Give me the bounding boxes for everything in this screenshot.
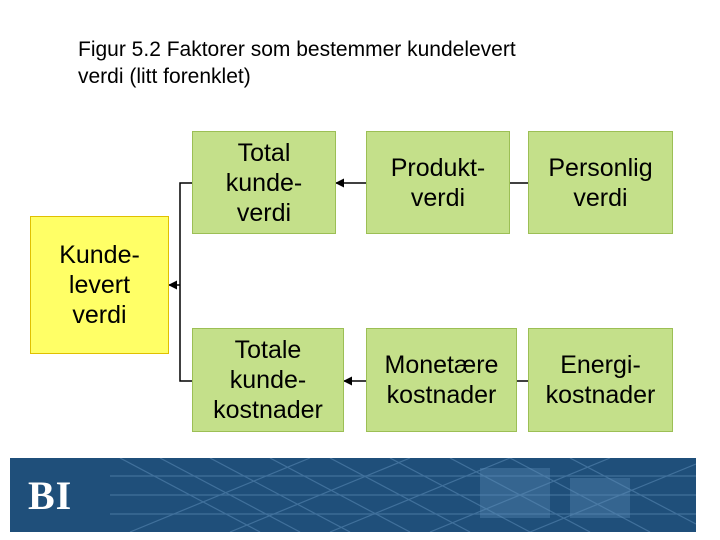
box-produktverdi: Produkt- verdi xyxy=(366,131,510,234)
box-energikostnader: Energi- kostnader xyxy=(528,328,673,432)
footer-banner: BI xyxy=(10,458,696,532)
box-personlig-verdi: Personlig verdi xyxy=(528,131,673,234)
figure-title: Figur 5.2 Faktorer som bestemmer kundele… xyxy=(78,38,516,88)
bracket-line xyxy=(179,182,192,382)
box-monetaere-kostnader: Monetære kostnader xyxy=(366,328,517,432)
bi-logo: BI xyxy=(28,473,73,518)
footer-pattern xyxy=(110,458,696,532)
box-total-kundeverdi: Total kunde- verdi xyxy=(192,131,336,234)
box-totale-kundekostnader: Totale kunde- kostnader xyxy=(192,328,344,432)
box-kundelevert-verdi: Kunde- levert verdi xyxy=(30,216,169,354)
